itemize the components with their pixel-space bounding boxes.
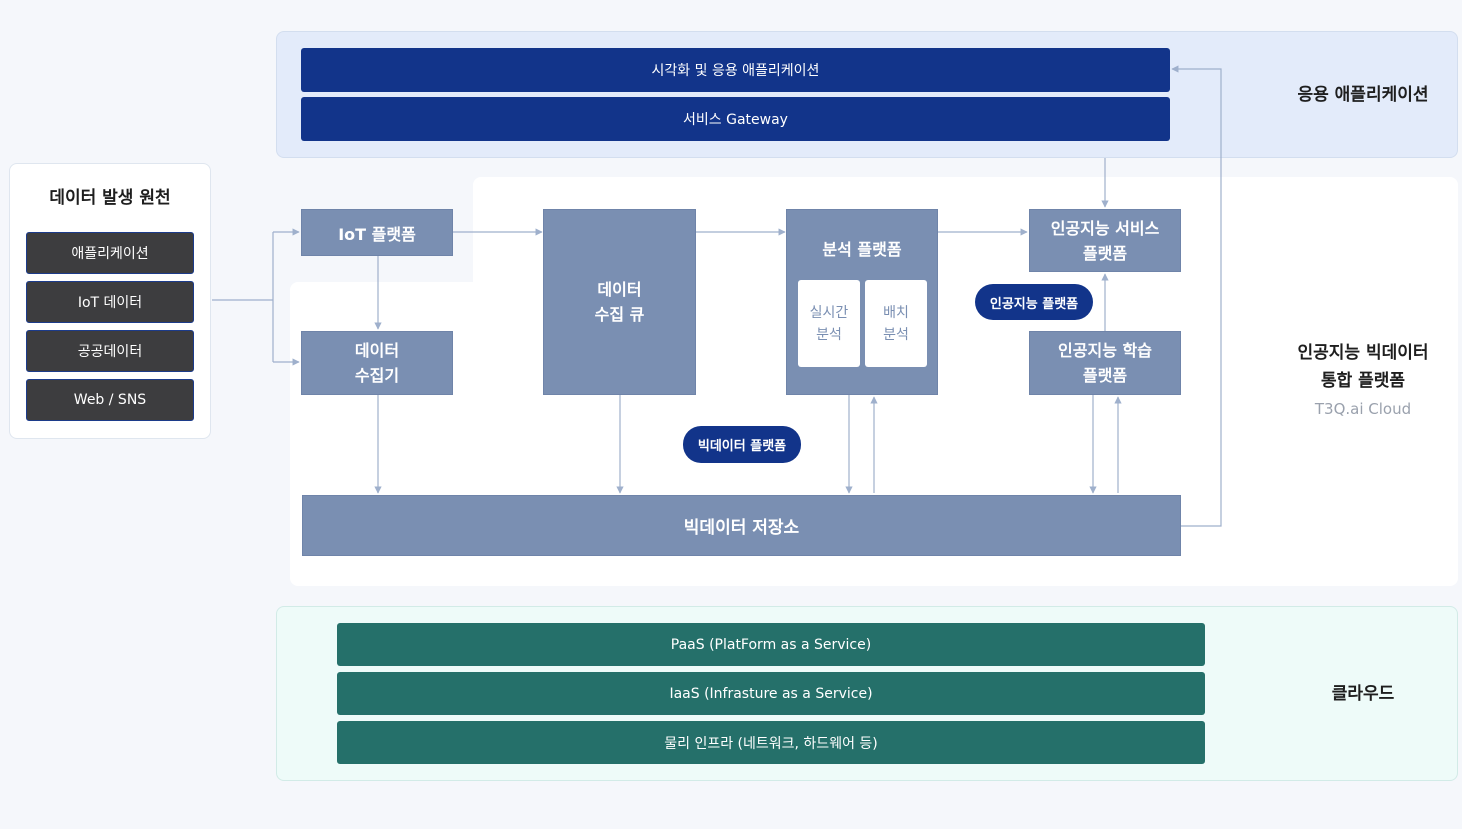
source-item-web-sns: Web / SNS: [26, 379, 194, 421]
ai-learning-platform-node: 인공지능 학습 플랫폼: [1029, 331, 1181, 395]
ai-bigdata-label-1: 인공지능 빅데이터: [1297, 343, 1429, 363]
ai-service-label-1: 인공지능 서비스: [1050, 218, 1160, 238]
iaas-bar: IaaS (Infrasture as a Service): [337, 672, 1205, 715]
batch-analysis-box: 배치 분석: [865, 280, 927, 367]
source-item-public-data: 공공데이터: [26, 330, 194, 372]
analysis-platform-label: 분석 플랫폼: [822, 240, 902, 259]
ai-platform-pill: 인공지능 플랫폼: [975, 284, 1093, 320]
visualization-app-bar: 시각화 및 응용 애플리케이션: [301, 48, 1170, 92]
batch-analysis-label-2: 분석: [883, 326, 909, 343]
realtime-analysis-label-2: 분석: [816, 326, 842, 343]
data-queue-label-1: 데이터: [597, 280, 642, 299]
service-gateway-bar: 서비스 Gateway: [301, 97, 1170, 141]
bigdata-platform-pill: 빅데이터 플랫폼: [683, 426, 801, 463]
cloud-label: 클라우드: [1331, 684, 1395, 704]
data-collector-label-2: 수집기: [354, 366, 400, 385]
ai-bigdata-platform-label: 인공지능 빅데이터 통합 플랫폼 T3Q.ai Cloud: [1268, 339, 1458, 423]
bigdata-storage-node: 빅데이터 저장소: [302, 495, 1181, 556]
source-item-iot-data: IoT 데이터: [26, 281, 194, 323]
data-collector-label-1: 데이터: [354, 341, 400, 360]
data-collector-node: 데이터 수집기: [301, 331, 453, 395]
ai-service-platform-node: 인공지능 서비스 플랫폼: [1029, 209, 1181, 272]
t3q-cloud-label: T3Q.ai Cloud: [1314, 400, 1412, 418]
ai-learning-label-1: 인공지능 학습: [1058, 341, 1152, 360]
application-label: 응용 애플리케이션: [1297, 85, 1429, 105]
iot-platform-node: IoT 플랫폼: [301, 209, 453, 256]
physical-infra-bar: 물리 인프라 (네트워크, 하드웨어 등): [337, 721, 1205, 764]
data-source-title: 데이터 발생 원천: [49, 188, 171, 208]
realtime-analysis-box: 실시간 분석: [798, 280, 860, 367]
data-queue-label-2: 수집 큐: [594, 305, 645, 324]
batch-analysis-label-1: 배치: [883, 304, 909, 321]
paas-bar: PaaS (PlatForm as a Service): [337, 623, 1205, 666]
ai-bigdata-label-2: 통합 플랫폼: [1320, 371, 1406, 391]
source-item-application: 애플리케이션: [26, 232, 194, 274]
ai-learning-label-2: 플랫폼: [1082, 366, 1128, 385]
realtime-analysis-label-1: 실시간: [809, 304, 849, 321]
data-queue-node: 데이터 수집 큐: [543, 209, 696, 395]
ai-service-label-2: 플랫폼: [1082, 243, 1128, 263]
